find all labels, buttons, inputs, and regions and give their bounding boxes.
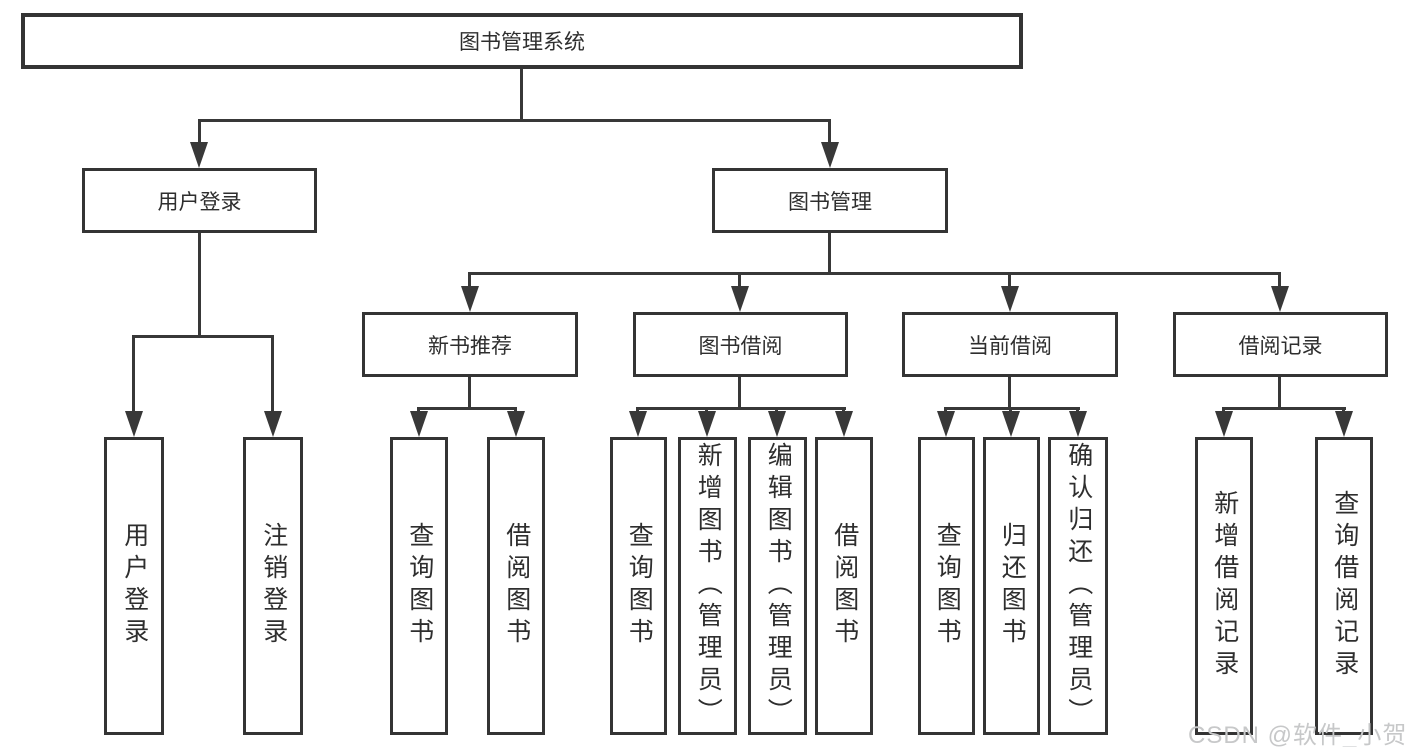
node-label: 用户登录	[157, 190, 242, 214]
connector-stub-user-login	[198, 119, 201, 147]
leaf-edit-book-admin: 编辑图书（管理员）	[748, 437, 807, 735]
node-library-management-system: 图书管理系统	[21, 13, 1023, 69]
connector-stub-leaf-user-login	[132, 335, 135, 415]
node-current-borrowing: 当前借阅	[902, 312, 1118, 377]
arrow-down-icon	[821, 142, 839, 168]
leaf-label: 查询图书	[405, 522, 434, 650]
leaf-query-book-recommend: 查询图书	[390, 437, 448, 735]
leaf-query-borrow-record: 查询借阅记录	[1315, 437, 1373, 735]
node-borrowing-records: 借阅记录	[1173, 312, 1388, 377]
node-book-borrowing: 图书借阅	[633, 312, 848, 377]
arrow-down-icon	[1001, 286, 1019, 312]
leaf-label: 查询图书	[625, 522, 654, 650]
connector-current-borrow-rail	[944, 407, 1080, 410]
arrow-down-icon	[698, 411, 716, 437]
node-book-management: 图书管理	[712, 168, 948, 233]
connector-current-borrow-stem	[1008, 377, 1011, 407]
connector-stub-current-borrow	[1008, 272, 1011, 290]
arrow-down-icon	[1335, 411, 1353, 437]
node-label: 当前借阅	[968, 334, 1052, 358]
arrow-down-icon	[937, 411, 955, 437]
connector-book-borrow-rail	[636, 407, 846, 410]
arrow-down-icon	[1271, 286, 1289, 312]
leaf-query-book-current: 查询图书	[918, 437, 975, 735]
leaf-label: 新增图书（管理员）	[694, 442, 723, 730]
csdn-watermark: CSDN @软件_小贺同学	[1188, 722, 1405, 747]
connector-user-login-stem	[198, 233, 201, 335]
connector-book-mgmt-rail	[468, 272, 1281, 275]
arrow-down-icon	[190, 142, 208, 168]
leaf-label: 查询图书	[933, 522, 962, 650]
leaf-borrow-book-recommend: 借阅图书	[487, 437, 545, 735]
arrow-down-icon	[410, 411, 428, 437]
connector-root-rail	[198, 119, 831, 122]
leaf-label: 用户登录	[120, 522, 149, 650]
node-label: 图书管理系统	[459, 31, 585, 54]
connector-stub-book-borrow	[738, 272, 741, 290]
leaf-query-book-borrowing: 查询图书	[610, 437, 667, 735]
leaf-borrow-book: 借阅图书	[815, 437, 873, 735]
arrow-down-icon	[731, 286, 749, 312]
arrow-down-icon	[629, 411, 647, 437]
leaf-logout: 注销登录	[243, 437, 303, 735]
arrow-down-icon	[1215, 411, 1233, 437]
arrow-down-icon	[264, 411, 282, 437]
node-label: 新书推荐	[428, 334, 512, 358]
arrow-down-icon	[507, 411, 525, 437]
arrow-down-icon	[1002, 411, 1020, 437]
arrow-down-icon	[1069, 411, 1087, 437]
arrow-down-icon	[835, 411, 853, 437]
leaf-label: 借阅图书	[830, 522, 859, 650]
connector-borrow-records-rail	[1222, 407, 1346, 410]
node-label: 借阅记录	[1238, 334, 1323, 358]
leaf-user-login: 用户登录	[104, 437, 164, 735]
connector-stub-leaf-logout	[271, 335, 274, 415]
node-new-book-recommend: 新书推荐	[362, 312, 578, 377]
connector-user-login-rail	[132, 335, 274, 338]
leaf-return-book: 归还图书	[983, 437, 1040, 735]
connector-book-mgmt-stem	[828, 233, 831, 272]
leaf-label: 注销登录	[259, 522, 288, 650]
leaf-label: 新增借阅记录	[1210, 490, 1239, 682]
connector-new-book-stem	[468, 377, 471, 407]
leaf-add-book-admin: 新增图书（管理员）	[678, 437, 737, 735]
connector-borrow-records-stem	[1278, 377, 1281, 407]
connector-stub-new-book	[468, 272, 471, 290]
leaf-add-borrow-record: 新增借阅记录	[1195, 437, 1253, 735]
connector-root-stem	[520, 69, 523, 119]
leaf-label: 查询借阅记录	[1330, 490, 1359, 682]
leaf-label: 编辑图书（管理员）	[764, 442, 793, 730]
leaf-label: 归还图书	[998, 522, 1027, 650]
arrow-down-icon	[125, 411, 143, 437]
leaf-confirm-return-admin: 确认归还（管理员）	[1048, 437, 1108, 735]
leaf-label: 借阅图书	[502, 522, 531, 650]
node-user-login: 用户登录	[82, 168, 317, 233]
arrow-down-icon	[768, 411, 786, 437]
connector-stub-book-mgmt	[828, 119, 831, 147]
node-label: 图书借阅	[698, 334, 783, 358]
node-label: 图书管理	[788, 190, 872, 214]
leaf-label: 确认归还（管理员）	[1064, 442, 1093, 730]
connector-book-borrow-stem	[738, 377, 741, 407]
arrow-down-icon	[461, 286, 479, 312]
connector-new-book-rail	[417, 407, 517, 410]
connector-stub-borrow-records	[1278, 272, 1281, 290]
